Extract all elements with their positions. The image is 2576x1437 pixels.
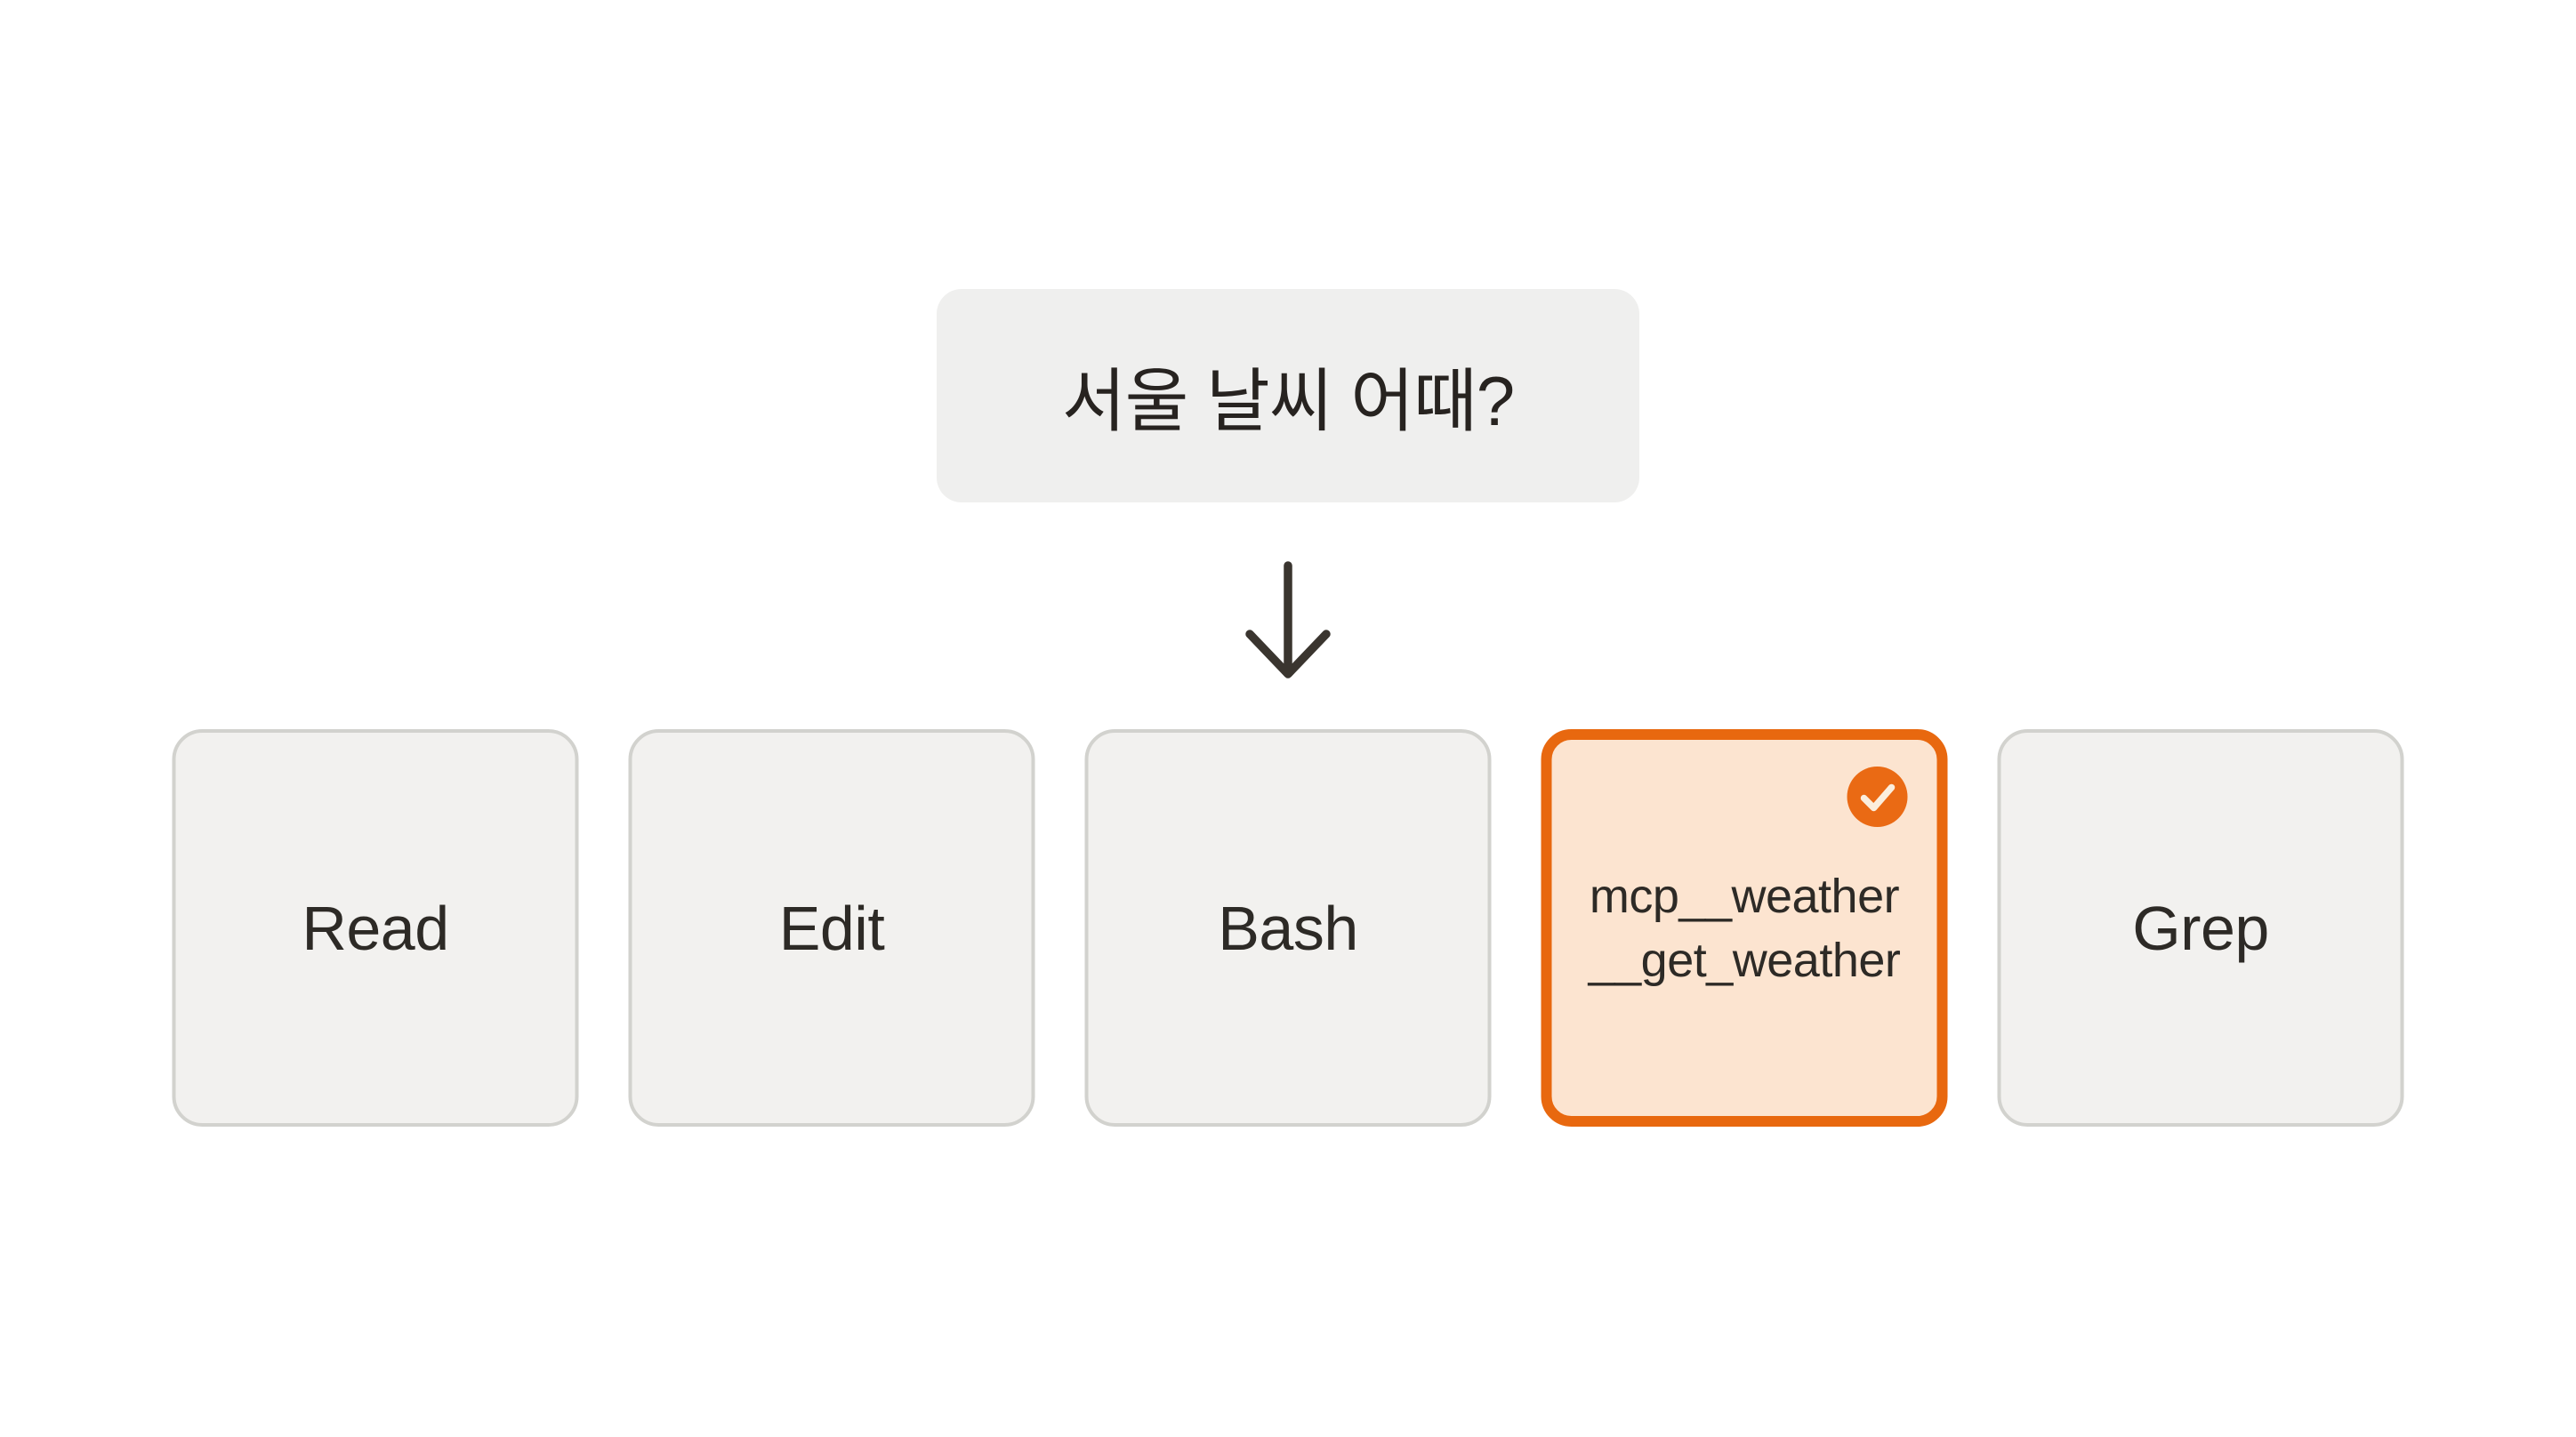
tool-card-label: Edit [778,893,885,963]
down-arrow-icon [1226,558,1350,687]
tool-label-line-1: mcp__weather [1589,869,1900,923]
tool-card-bash: Bash [1084,729,1492,1127]
tool-label-line-2: __get_weather [1588,933,1901,987]
tool-row: Read Edit Bash mcp__weather __get_weathe… [172,729,2404,1127]
user-query-text: 서울 날씨 어때? [1061,362,1515,440]
tool-card-edit: Edit [628,729,1035,1127]
tool-card-grep: Grep [1997,729,2404,1127]
tool-card-mcp-weather-get-weather: mcp__weather __get_weather [1541,729,1948,1127]
tool-card-label: mcp__weather __get_weather [1589,864,1901,992]
user-query-bubble: 서울 날씨 어때? [937,289,1639,502]
tool-card-label: Grep [2132,893,2269,963]
tool-card-label: Bash [1218,893,1358,963]
tool-card-label: Read [302,893,449,963]
tool-card-read: Read [172,729,579,1127]
selected-badge [1847,767,1908,827]
check-icon [1860,783,1896,812]
